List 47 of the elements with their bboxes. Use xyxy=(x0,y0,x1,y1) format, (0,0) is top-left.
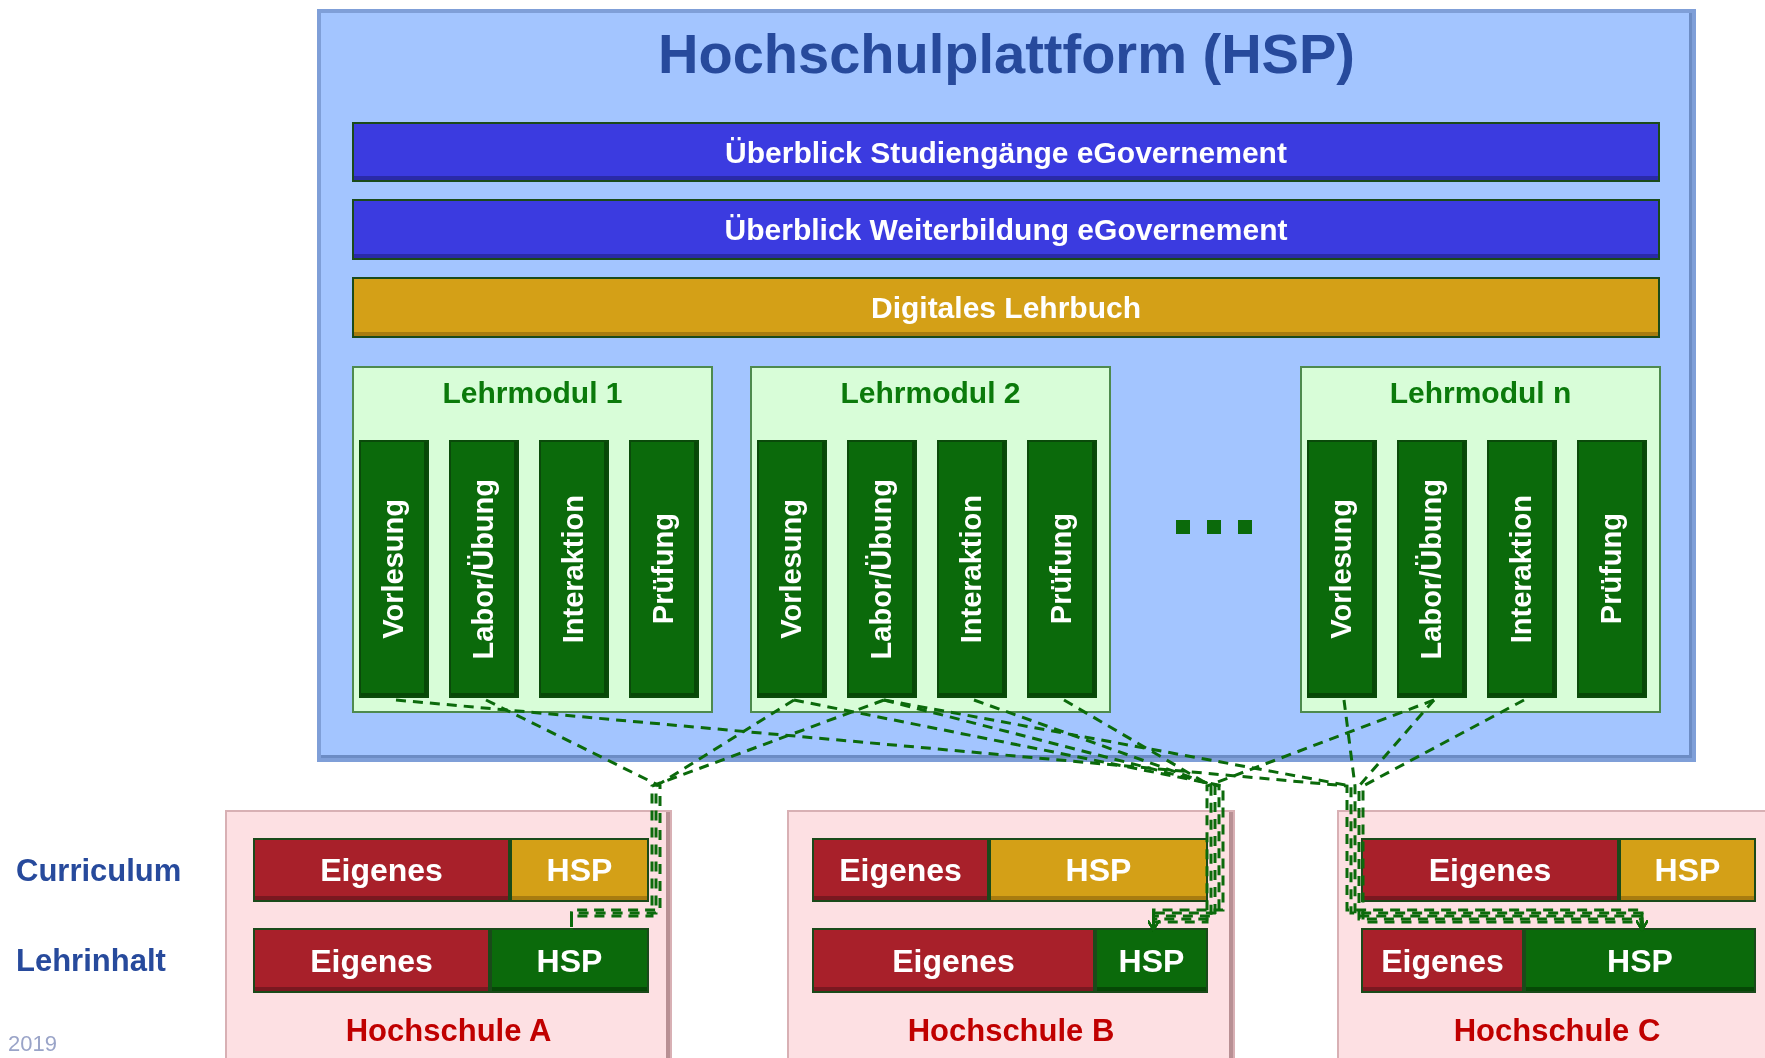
platform-segment: HSP xyxy=(1619,838,1756,902)
column-bar: Labor/Übung xyxy=(449,440,519,698)
platform-title: Hochschulplattform (HSP) xyxy=(658,21,1355,87)
module-panel xyxy=(1300,366,1661,713)
column-bar: Interaktion xyxy=(1487,440,1557,698)
row-label: Lehrinhalt xyxy=(16,942,166,980)
column-bar: Prüfung xyxy=(1577,440,1647,698)
year-note: 2019 xyxy=(8,1030,57,1058)
column-bar: Labor/Übung xyxy=(1397,440,1467,698)
module-heading: Lehrmodul n xyxy=(1389,375,1572,411)
column-bar: Prüfung xyxy=(1027,440,1097,698)
own-segment: Eigenes xyxy=(1361,928,1524,993)
school-heading: Hochschule B xyxy=(907,1012,1115,1050)
platform-segment: HSP xyxy=(490,928,649,993)
own-segment: Eigenes xyxy=(812,928,1095,993)
dashed-connector xyxy=(485,698,662,930)
school-heading: Hochschule A xyxy=(345,1012,552,1050)
module-heading: Lehrmodul 2 xyxy=(840,375,1021,411)
banner-bar: Überblick Studiengänge eGovernement xyxy=(352,122,1660,182)
school-heading: Hochschule C xyxy=(1453,1012,1661,1050)
column-bar: Interaktion xyxy=(539,440,609,698)
module-panel xyxy=(750,366,1111,713)
platform-segment: HSP xyxy=(510,838,649,902)
own-segment: Eigenes xyxy=(253,928,490,993)
column-bar: Vorlesung xyxy=(359,440,429,698)
own-segment: Eigenes xyxy=(1361,838,1619,902)
platform-segment: HSP xyxy=(989,838,1208,902)
own-segment: Eigenes xyxy=(812,838,989,902)
school-panel xyxy=(225,810,672,1058)
own-segment: Eigenes xyxy=(253,838,510,902)
platform-panel xyxy=(317,9,1696,762)
module-heading: Lehrmodul 1 xyxy=(442,375,623,411)
platform-segment: HSP xyxy=(1095,928,1208,993)
column-bar: Labor/Übung xyxy=(847,440,917,698)
dashed-connector xyxy=(570,698,885,930)
platform-segment: HSP xyxy=(1524,928,1756,993)
column-bar: Interaktion xyxy=(937,440,1007,698)
row-label: Curriculum xyxy=(16,852,182,890)
column-bar: Vorlesung xyxy=(757,440,827,698)
school-panel xyxy=(787,810,1235,1058)
dashed-connector xyxy=(1146,698,1435,931)
banner-bar: Überblick Weiterbildung eGovernement xyxy=(352,199,1660,260)
school-panel xyxy=(1337,810,1765,1058)
module-panel xyxy=(352,366,713,713)
banner-bar: Digitales Lehrbuch xyxy=(352,277,1660,338)
column-bar: Vorlesung xyxy=(1307,440,1377,698)
column-bar: Prüfung xyxy=(629,440,699,698)
